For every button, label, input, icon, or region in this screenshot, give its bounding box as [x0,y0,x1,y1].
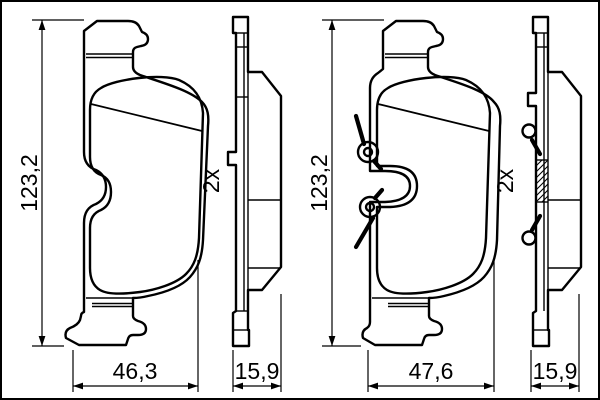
chamfer-line-left [90,103,203,132]
wear-indicator-spring-top [353,113,384,172]
side-internal-lines-left [233,32,281,331]
dimension-thickness-left [232,294,282,392]
brake-pad-front-view-left [64,19,210,347]
dimension-width-right [367,260,495,392]
height-dimension-label-left: 123,2 [16,154,42,212]
friction-pad-outline-left [88,75,205,295]
side-internal-lines-right [533,32,581,331]
quantity-label-left: 2x [198,168,224,193]
dimension-thickness-right [530,294,580,392]
width-dimension-label-left: 46,3 [113,358,158,384]
width-dimension-label-right: 47,6 [409,358,454,384]
wear-indicator-spring-bottom [353,187,385,250]
plate-step-marks-left [86,53,133,308]
dimension-width-left [72,260,199,392]
side-profile-right [526,15,583,348]
chamfer-line-right [377,103,490,132]
brake-pad-front-view-right [353,19,502,347]
spring-section-hatch [535,159,549,203]
thickness-dimension-label-left: 15,9 [235,358,280,384]
friction-pad-outline-right [375,75,492,295]
spring-side-loop-bottom [521,213,543,246]
backplate-outline-left [64,19,210,347]
side-profile-left [226,15,283,348]
quantity-label-right: 2x [492,168,518,193]
plate-step-marks-right [385,53,429,308]
spring-side-loop-top [521,123,543,157]
brake-pad-side-view-left [226,15,283,348]
thickness-dimension-label-right: 15,9 [533,358,578,384]
backplate-outline-right [361,19,502,347]
dimension-height-right [322,19,384,347]
height-dimension-label-right: 123,2 [306,154,332,212]
dimension-height-left [32,19,84,347]
brake-pad-side-view-right [521,15,583,348]
